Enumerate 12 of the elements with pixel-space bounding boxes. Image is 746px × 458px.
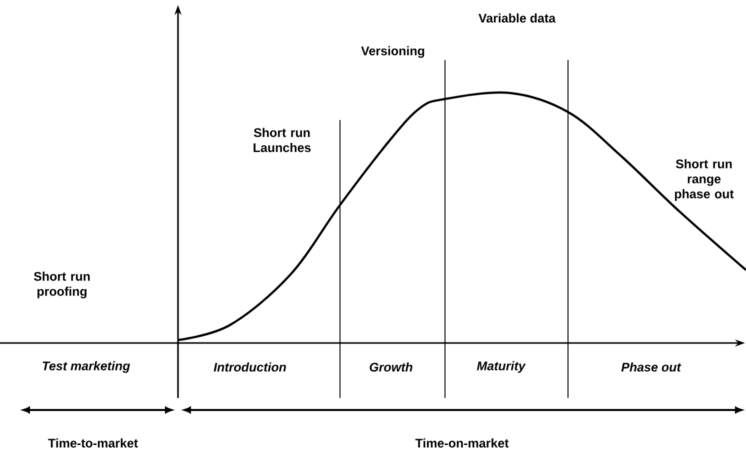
span-label: Time-on-market xyxy=(415,438,509,448)
phase-label: Introduction xyxy=(214,362,286,372)
phase-label: Test marketing xyxy=(42,361,130,373)
phase-label: Maturity xyxy=(476,361,526,373)
milestone-label: Versioning xyxy=(361,46,424,58)
span-label: Time-to-market xyxy=(48,438,138,448)
milestone-label: Short run Launches xyxy=(254,128,311,152)
milestone-label: Short run range phase out xyxy=(674,159,734,201)
milestone-label: Variable data xyxy=(478,13,556,23)
phase-label: Phase out xyxy=(621,362,682,372)
milestone-label: Short run proofing xyxy=(34,272,90,298)
phase-label: Growth xyxy=(370,362,412,372)
